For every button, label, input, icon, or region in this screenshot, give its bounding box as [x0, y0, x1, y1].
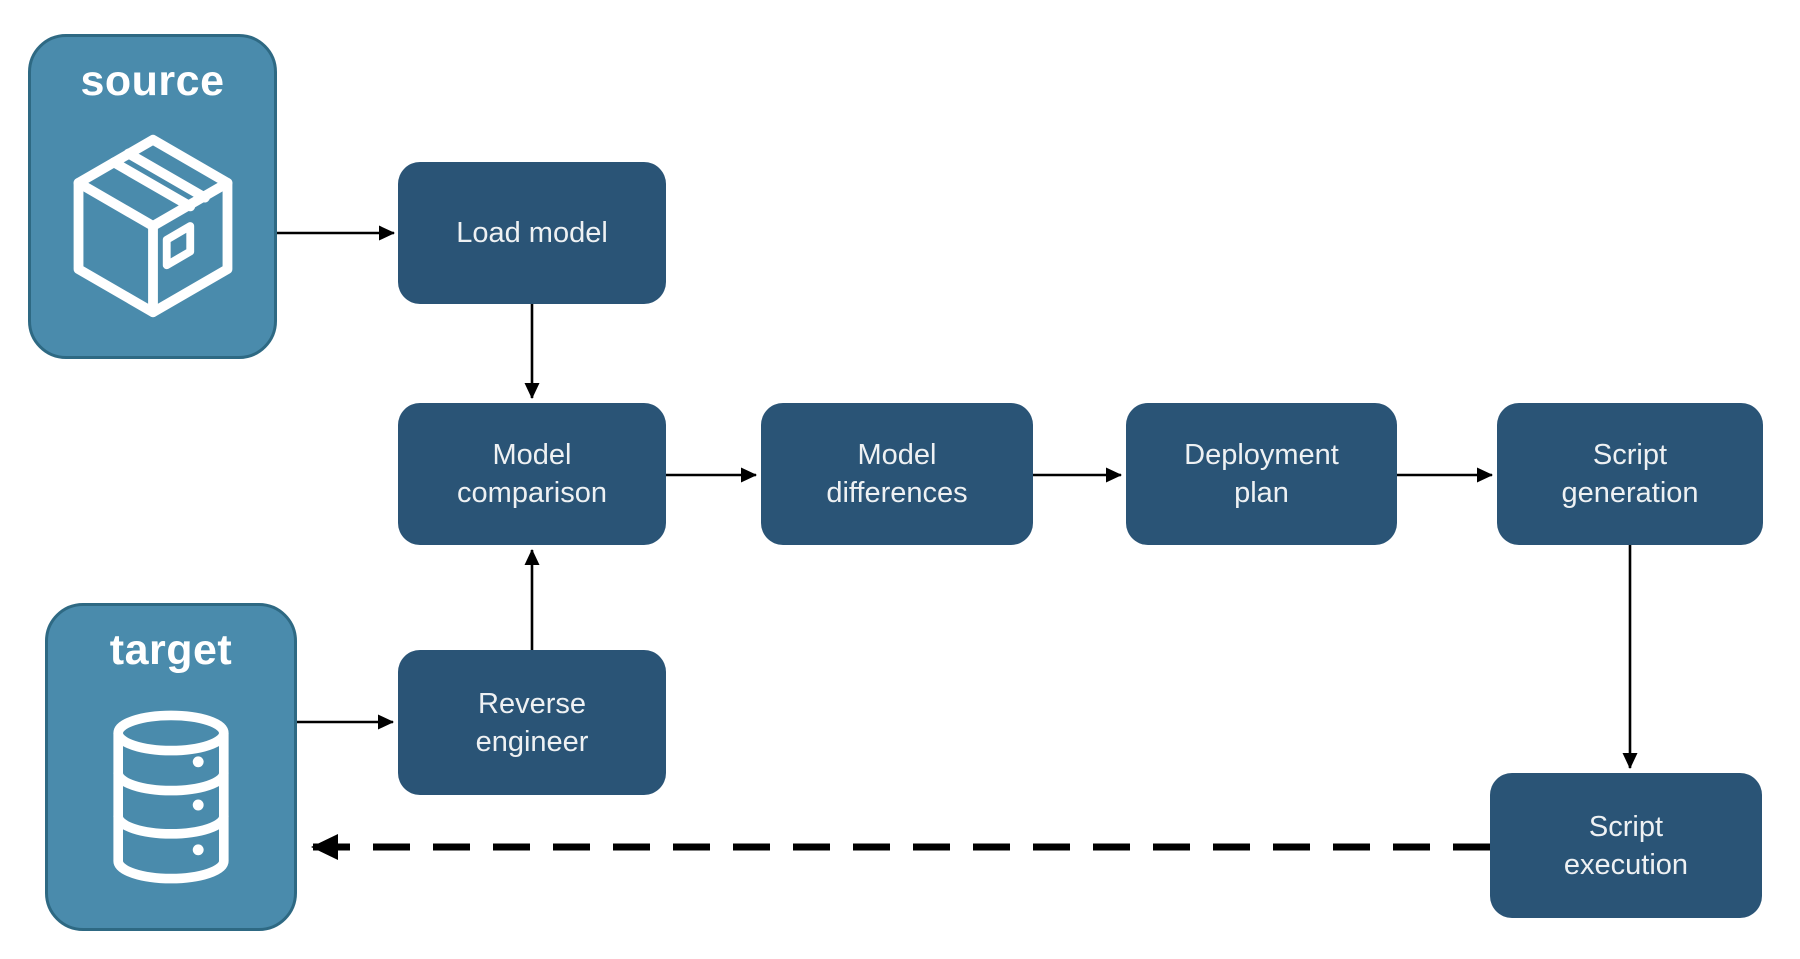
target-label: target — [109, 626, 233, 674]
package-icon — [31, 106, 274, 356]
node-script-execution: Script execution — [1490, 773, 1762, 918]
node-load-model: Load model — [398, 162, 666, 304]
node-model-comparison: Model comparison — [398, 403, 666, 545]
node-model-differences: Model differences — [761, 403, 1033, 545]
node-script-generation: Script generation — [1497, 403, 1763, 545]
source-label: source — [80, 57, 225, 105]
container-source: source — [28, 34, 277, 359]
node-deployment-plan: Deployment plan — [1126, 403, 1397, 545]
node-reverse-engineer: Reverse engineer — [398, 650, 666, 795]
container-target: target — [45, 603, 297, 931]
database-icon — [48, 675, 294, 928]
